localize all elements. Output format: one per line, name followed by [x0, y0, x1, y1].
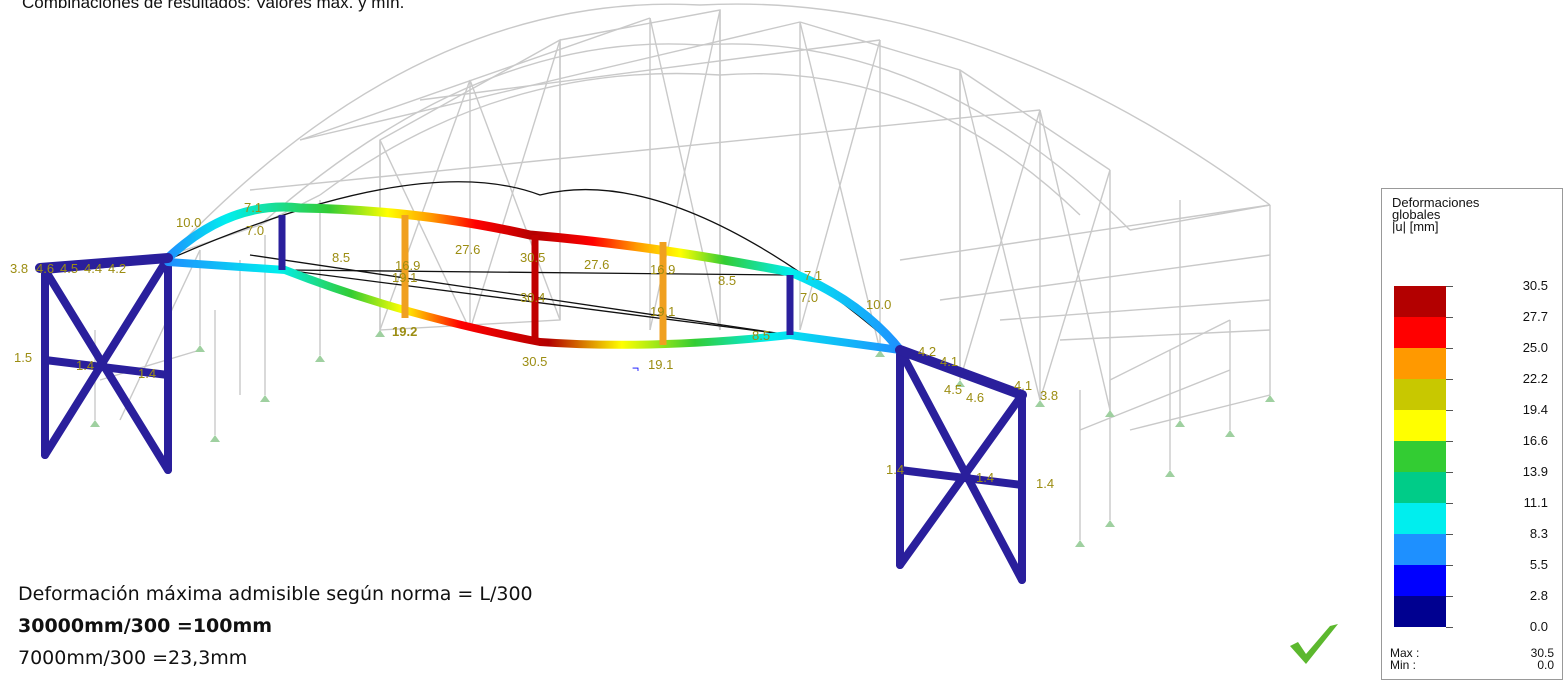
- beam-value-label: 30.4: [520, 290, 545, 305]
- legend-tick: [1446, 286, 1453, 287]
- beam-value-label: 3.8: [1040, 388, 1058, 403]
- support-markers: [90, 330, 1275, 547]
- verticals: [278, 215, 794, 345]
- beam-value-label: 4.2: [108, 261, 126, 276]
- legend-tick: [1446, 348, 1453, 349]
- legend-tick: [1446, 565, 1453, 566]
- beam-value-label: 8.5: [332, 250, 350, 265]
- beam-value-label: 1.4: [1036, 476, 1054, 491]
- beam-value-label: 7.0: [800, 290, 818, 305]
- legend-tick-label: 30.5: [1522, 278, 1548, 293]
- legend-swatch: [1394, 410, 1446, 441]
- beam-value-label: 7.0: [246, 223, 264, 238]
- legend-tick: [1446, 379, 1453, 380]
- note-line-3: 7000mm/300 =23,3mm: [18, 647, 248, 669]
- beam-value-label: 7.1: [244, 200, 262, 215]
- beam-value-label: 8.5: [752, 328, 770, 343]
- beam-value-label: 4.6: [36, 261, 54, 276]
- note-line-1: Deformación máxima admisible según norma…: [18, 583, 533, 605]
- beam-value-label: 19.1: [650, 304, 675, 319]
- beam-value-label: 27.6: [584, 257, 609, 272]
- beam-value-label: 4.5: [60, 261, 78, 276]
- legend-tick-label: 8.3: [1529, 526, 1548, 541]
- legend-swatch: [1394, 441, 1446, 472]
- beam-value-label: 19.1: [392, 270, 417, 285]
- structure-viewport[interactable]: 10.0 7.1 7.0 8.5 16.9 27.6 30.5 27.6 16.9 8.5 7.1 7…: [0, 0, 1380, 681]
- beam-value-label: 10.0: [866, 297, 891, 312]
- legend-tick: [1446, 410, 1453, 411]
- legend-tick-label: 16.6: [1522, 433, 1548, 448]
- legend-swatch: [1394, 286, 1446, 317]
- legend-tick: [1446, 503, 1453, 504]
- legend-tick-label: 2.8: [1529, 588, 1548, 603]
- legend-tick-label: 11.1: [1523, 495, 1548, 510]
- beam-value-label: 27.6: [455, 242, 480, 257]
- beam-value-label: 1.4: [976, 470, 994, 485]
- legend-tick-label: 27.7: [1522, 309, 1548, 324]
- beam-value-label: 16.9: [395, 258, 420, 273]
- left-frame: [41, 254, 172, 474]
- legend-max-min: Max : 30.5 Min : 0.0: [1390, 646, 1554, 672]
- beam-value-label: 7.1: [804, 268, 822, 283]
- legend-tick-label: 5.5: [1529, 557, 1548, 572]
- legend-title: Deformaciones globales |u| [mm]: [1392, 195, 1480, 234]
- beam-value-label: 4.2: [918, 344, 936, 359]
- legend-swatch: [1394, 503, 1446, 534]
- legend-swatch: [1394, 317, 1446, 348]
- beam-value-label: 4.5: [944, 382, 962, 397]
- beam-value-label: 19.1: [648, 357, 673, 372]
- beam-value-label: 30.5: [522, 354, 547, 369]
- beam-value-label: 1.4: [76, 358, 94, 373]
- beam-value-label: 4.6: [966, 390, 984, 405]
- legend-tick-label: 0.0: [1529, 619, 1548, 634]
- legend-tick-label: 13.9: [1522, 464, 1548, 479]
- legend-swatch: [1394, 565, 1446, 596]
- legend-tick: [1446, 441, 1453, 442]
- beam-value-label: 30.5: [520, 250, 545, 265]
- legend-swatch: [1394, 596, 1446, 627]
- beam-value-label: 1.4: [138, 366, 156, 381]
- beam-value-label: 10.0: [176, 215, 201, 230]
- legend-swatch: [1394, 472, 1446, 503]
- legend-tick: [1446, 596, 1453, 597]
- beam-value-label: 16.9: [650, 262, 675, 277]
- beam-value-label: 4.4: [84, 261, 102, 276]
- legend-swatch: [1394, 534, 1446, 565]
- beam-value-label: 1.5: [14, 350, 32, 365]
- results-header: Combinaciones de resultados: Valores máx…: [22, 0, 405, 12]
- axis-marker: ¬: [632, 361, 639, 375]
- beam-value-label: 4.1: [940, 354, 958, 369]
- beam-value-label: 3.8: [10, 261, 28, 276]
- legend-swatch: [1394, 379, 1446, 410]
- deformation-labels: 10.0 7.1 7.0 8.5 16.9 27.6 30.5 27.6 16.9 8.5 7.1 7…: [10, 200, 1058, 491]
- checkmark-icon: [1290, 624, 1338, 664]
- legend-tick-label: 25.0: [1522, 340, 1548, 355]
- legend-tick: [1446, 472, 1453, 473]
- legend-tick: [1446, 534, 1453, 535]
- deformed-beam: [35, 202, 1027, 400]
- beam-value-label: 8.5: [718, 273, 736, 288]
- legend-swatch: [1394, 348, 1446, 379]
- notes-panel: Deformación máxima admisible según norma…: [18, 578, 533, 674]
- legend-tick: [1446, 317, 1453, 318]
- beam-value-label: 1.4: [886, 462, 904, 477]
- beam-value-label: 19.2: [392, 324, 417, 339]
- legend-tick-label: 19.4: [1522, 402, 1548, 417]
- note-line-2: 30000mm/300 =100mm: [18, 615, 273, 637]
- legend-panel: Deformaciones globales |u| [mm] 30.5 27.7…: [1381, 188, 1563, 680]
- legend-tick: [1446, 627, 1453, 628]
- beam-value-label: 4.1: [1014, 378, 1032, 393]
- legend-tick-label: 22.2: [1522, 371, 1548, 386]
